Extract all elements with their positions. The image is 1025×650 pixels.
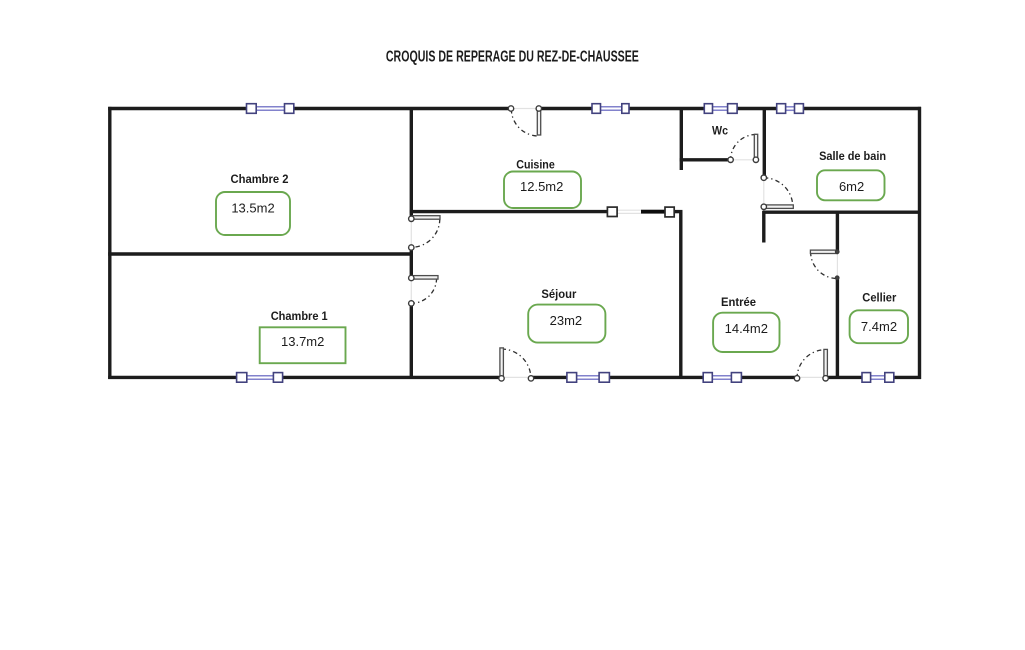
svg-text:Chambre 2: Chambre 2 [231,172,289,186]
svg-text:Séjour: Séjour [541,287,576,301]
svg-text:12.5m2: 12.5m2 [520,179,563,194]
svg-text:Chambre 1: Chambre 1 [271,309,328,323]
svg-text:13.7m2: 13.7m2 [281,334,324,349]
svg-text:Cuisine: Cuisine [516,158,555,172]
svg-text:14.4m2: 14.4m2 [725,321,768,336]
svg-text:23m2: 23m2 [550,313,583,328]
svg-text:13.5m2: 13.5m2 [231,201,274,216]
svg-text:Entrée: Entrée [721,295,756,309]
svg-text:6m2: 6m2 [839,179,864,194]
svg-text:Wc: Wc [712,124,728,138]
svg-text:CROQUIS DE REPERAGE DU REZ-DE-: CROQUIS DE REPERAGE DU REZ-DE-CHAUSSEE [386,49,639,66]
svg-text:7.4m2: 7.4m2 [861,319,897,334]
svg-text:Cellier: Cellier [862,291,896,305]
svg-text:Salle de bain: Salle de bain [819,149,886,163]
